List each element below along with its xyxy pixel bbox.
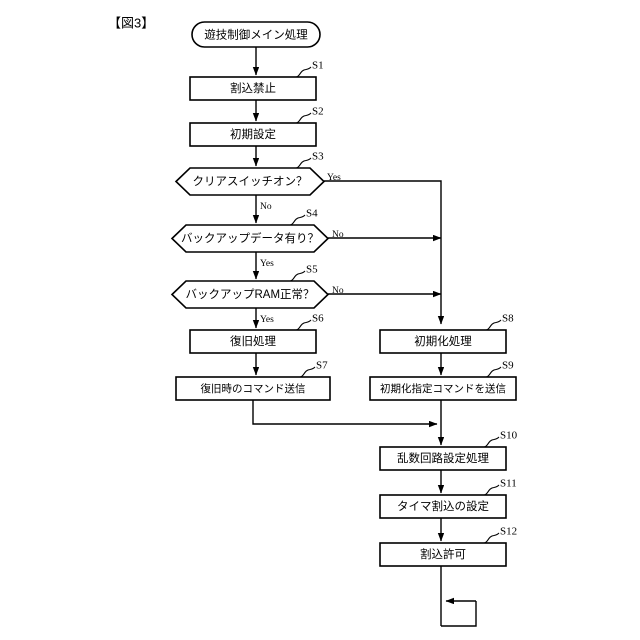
branch-label-s4-yes: Yes	[260, 259, 274, 269]
node-s7-shape	[175, 376, 331, 401]
node-s8-shape	[379, 329, 507, 354]
step-label-s9: S9	[502, 360, 514, 372]
step-label-s11: S11	[500, 478, 517, 490]
leader-s11	[483, 484, 500, 496]
node-s3-label: クリアスイッチオン？	[193, 175, 308, 188]
leader-s5	[289, 270, 306, 282]
leader-s8	[485, 319, 502, 331]
node-s2-label: 初期設定	[230, 127, 276, 141]
branch-label-s3-yes: Yes	[327, 173, 341, 183]
node-s5-shape	[170, 280, 330, 309]
node-start-shape	[191, 21, 321, 48]
node-s12-shape	[379, 542, 507, 567]
node-s3-shape	[174, 167, 326, 196]
leader-s3	[295, 157, 312, 169]
node-s5-label: バックアップRAM正常？	[185, 288, 314, 301]
leader-s1	[295, 66, 312, 78]
node-s10-shape	[379, 446, 507, 471]
step-label-s7: S7	[316, 360, 328, 372]
branch-label-s3-no: No	[260, 202, 272, 212]
node-s9-label: 初期化指定コマンドを送信	[380, 382, 506, 395]
step-label-s12: S12	[500, 526, 517, 538]
node-s2-shape	[189, 122, 317, 147]
leader-s7	[299, 366, 316, 378]
leader-s10	[483, 436, 500, 448]
leader-s9	[485, 366, 502, 378]
node-s12-label: 割込許可	[420, 547, 466, 561]
node-s11-shape	[379, 494, 507, 519]
connector-s7-merge-to-trunk	[252, 400, 438, 428]
figure-title: 【図3】	[108, 15, 154, 30]
step-label-s10: S10	[500, 430, 518, 442]
node-s4-label: バックアップデータ有り？	[181, 231, 319, 245]
step-label-s5: S5	[306, 264, 318, 276]
node-s6-shape	[189, 329, 317, 354]
leader-s2	[295, 112, 312, 124]
node-s9-shape	[369, 376, 517, 401]
connector-s3-yes-to-right-column	[324, 180, 445, 325]
node-s1-label: 割込禁止	[230, 81, 276, 95]
step-label-s4: S4	[306, 208, 318, 220]
leader-s6	[295, 319, 312, 331]
node-s6-label: 復旧処理	[230, 334, 276, 348]
step-label-s1: S1	[312, 60, 324, 72]
node-s8-label: 初期化処理	[414, 334, 472, 348]
step-label-s3: S3	[312, 151, 324, 163]
step-label-s6: S6	[312, 313, 324, 325]
step-label-s8: S8	[502, 313, 514, 325]
node-s7-label: 復旧時のコマンド送信	[201, 382, 306, 395]
node-s4-shape	[170, 224, 330, 253]
leader-s12	[483, 532, 500, 544]
node-s10-label: 乱数回路設定処理	[397, 451, 489, 465]
connector-loop-bottom	[441, 601, 477, 627]
node-start-label: 遊技制御メイン処理	[204, 28, 308, 42]
leader-s4	[289, 214, 306, 226]
branch-label-s5-yes: Yes	[260, 315, 274, 325]
node-s11-label: タイマ割込の設定	[397, 499, 489, 513]
branch-label-s4-no: No	[332, 230, 344, 240]
node-s1-shape	[189, 76, 317, 101]
branch-label-s5-no: No	[332, 286, 344, 296]
step-label-s2: S2	[312, 106, 324, 118]
